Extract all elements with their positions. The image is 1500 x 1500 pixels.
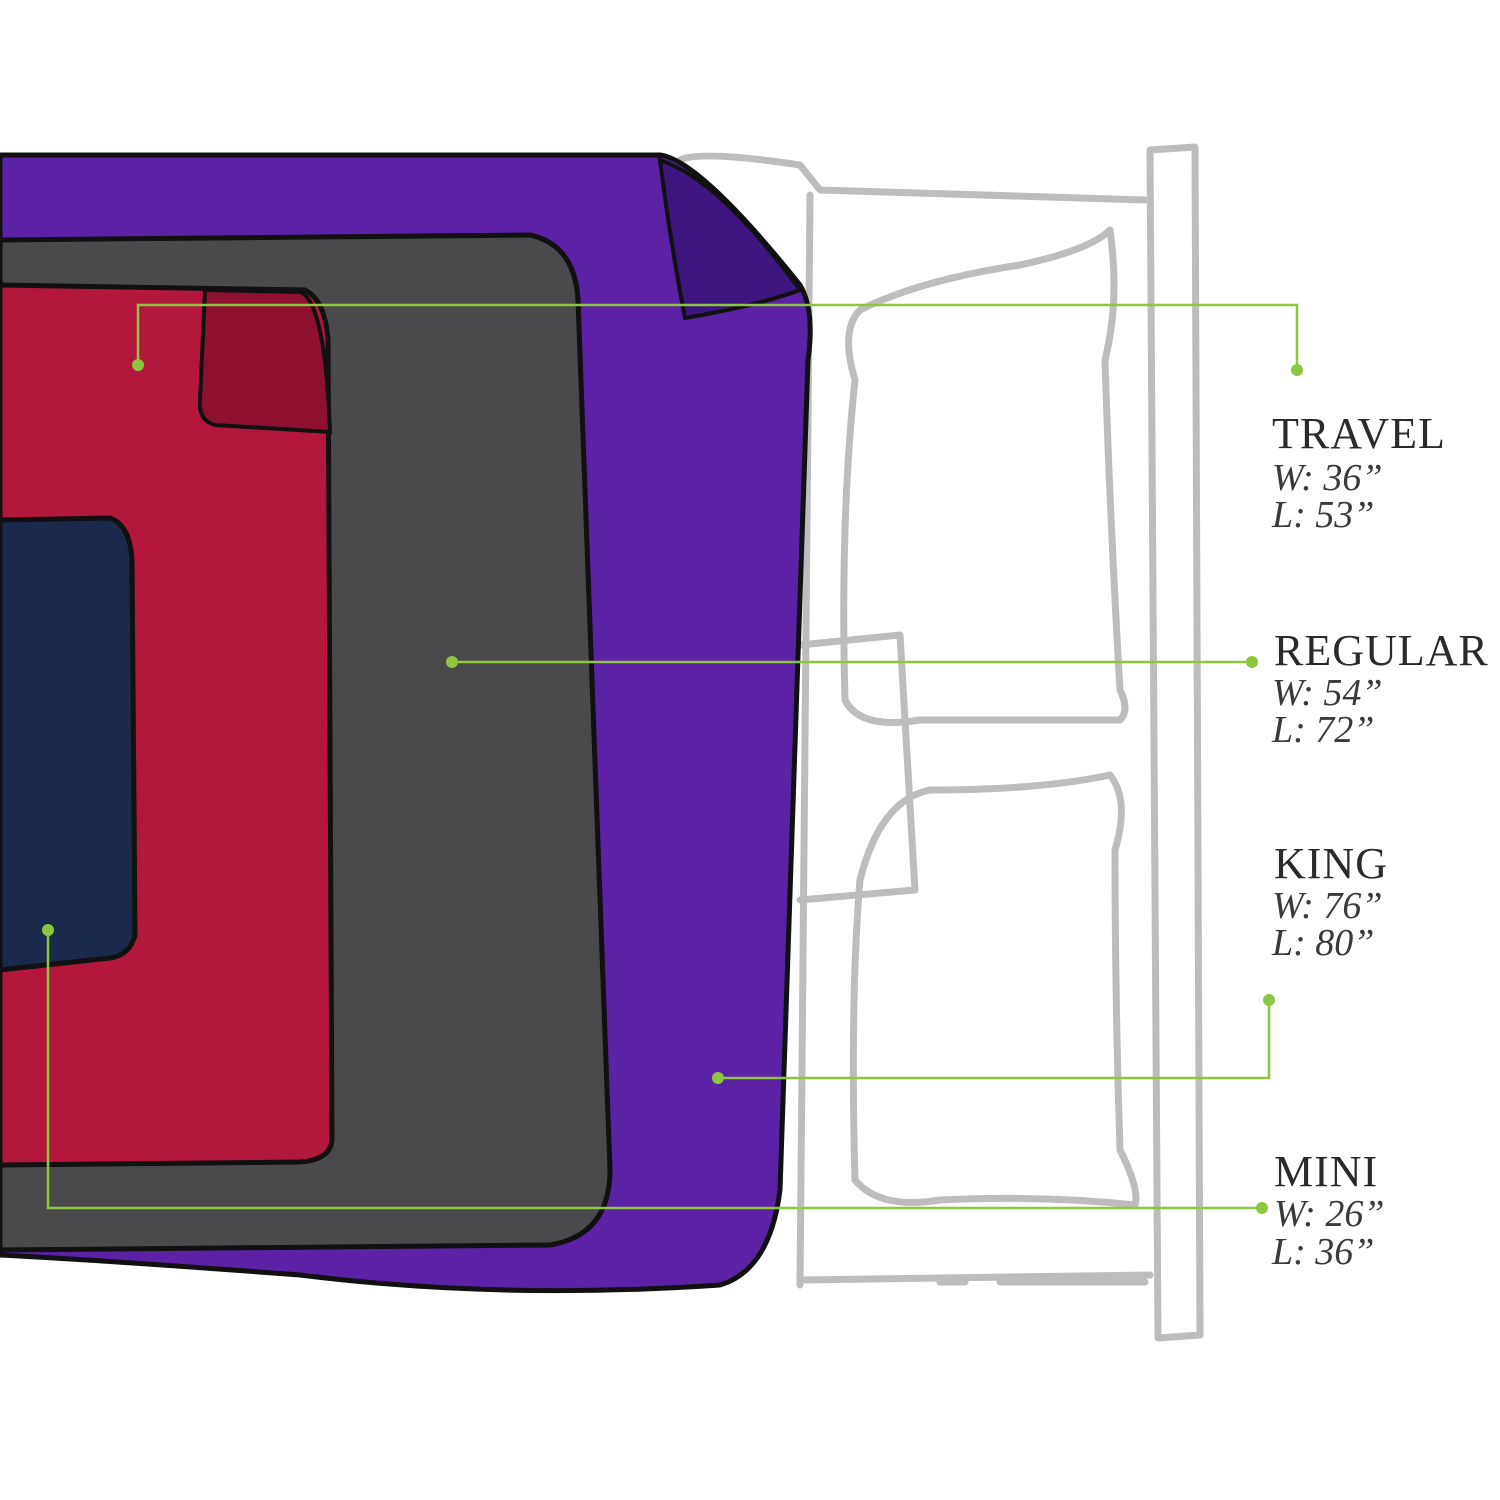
bed-frame <box>676 152 1154 1289</box>
size-width: W: 36” <box>1272 457 1382 499</box>
label-travel: TRAVEL W: 36” L: 53” <box>1271 409 1446 536</box>
size-name: TRAVEL <box>1272 409 1446 458</box>
leader-lines <box>42 303 1303 1214</box>
pillow-bottom <box>849 771 1140 1209</box>
size-width: W: 26” <box>1274 1193 1384 1235</box>
king-blanket-fold <box>657 157 804 321</box>
regular-dot-end <box>1246 656 1258 668</box>
label-regular: REGULAR W: 54” L: 72” <box>1271 626 1489 751</box>
headboard <box>1146 143 1204 1342</box>
size-name: MINI <box>1274 1147 1378 1196</box>
pillow-top <box>840 226 1129 726</box>
size-length: L: 36” <box>1271 1231 1374 1273</box>
size-length: L: 80” <box>1271 922 1374 964</box>
mini-dot-start <box>42 924 54 936</box>
mini-blanket <box>0 515 138 973</box>
travel-dot-end <box>1291 364 1303 376</box>
label-mini: MINI W: 26” L: 36” <box>1271 1147 1384 1273</box>
size-width: W: 54” <box>1272 672 1382 714</box>
size-name: KING <box>1274 839 1388 888</box>
bed-outline <box>676 143 1204 1342</box>
mini-dot-end <box>1256 1202 1268 1214</box>
king-dot-start <box>712 1072 724 1084</box>
mini-leader <box>46 930 1262 1210</box>
label-king: KING W: 76” L: 80” <box>1271 839 1388 964</box>
regular-dot-start <box>446 656 458 668</box>
travel-dot-start <box>132 359 144 371</box>
king-dot-end <box>1263 994 1275 1006</box>
size-length: L: 72” <box>1271 709 1374 751</box>
sheet-fold <box>796 631 919 904</box>
size-length: L: 53” <box>1271 494 1374 536</box>
travel-leader <box>136 303 1299 370</box>
king-leader <box>718 1000 1271 1080</box>
size-name: REGULAR <box>1274 626 1489 675</box>
travel-blanket-fold <box>197 287 333 435</box>
size-width: W: 76” <box>1272 885 1382 927</box>
